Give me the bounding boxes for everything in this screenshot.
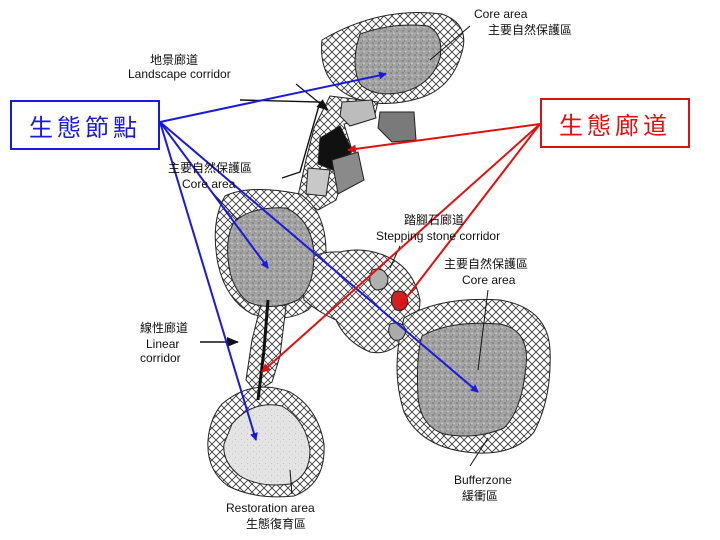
stepping-stone-3 xyxy=(388,322,407,341)
core-right-label-en: Core area xyxy=(462,273,516,287)
core-top-leader xyxy=(429,25,471,61)
core-areas xyxy=(223,24,527,486)
core-right-leader xyxy=(477,289,489,371)
node-arrow-left xyxy=(159,121,269,269)
core-right-label-zh: 主要自然保護區 xyxy=(444,257,529,271)
node-arrow-top xyxy=(159,71,387,123)
linear-label-en1: Linear xyxy=(146,337,180,351)
buffer-label-en: Bufferzone xyxy=(454,473,512,487)
node-arrow-right xyxy=(159,121,479,393)
restoration-label-zh: 生態復育區 xyxy=(246,517,307,531)
node-arrows xyxy=(159,71,479,441)
ecological-corridors-callout: 生態廊道 xyxy=(540,98,690,148)
core-top-label-zh: 主要自然保護區 xyxy=(488,23,573,37)
stepping-stone-1 xyxy=(369,268,389,291)
corridor-arrow-stepping xyxy=(399,123,541,307)
landscape-bracket xyxy=(239,99,321,179)
core-left-label-en: Core area xyxy=(182,177,236,191)
core-left xyxy=(227,207,315,307)
patch-3 xyxy=(331,151,365,195)
linear-label-en2: corridor xyxy=(140,351,181,365)
buffer-label-zh: 緩衝區 xyxy=(462,489,499,503)
stepping-label-zh: 踏腳石廊道 xyxy=(404,213,465,227)
patch-1 xyxy=(339,99,377,127)
landscape-arrow xyxy=(295,83,329,111)
stepping-label-en: Stepping stone corridor xyxy=(376,229,501,243)
stepping-stone-2 xyxy=(390,290,409,311)
patch-2 xyxy=(377,111,417,143)
restoration-label-en: Restoration area xyxy=(226,501,315,515)
ecological-nodes-callout: 生態節點 xyxy=(10,100,160,150)
core-right xyxy=(417,322,527,437)
linear-corridor-line xyxy=(256,299,270,401)
core-left-label-zh: 主要自然保護區 xyxy=(168,161,253,175)
corridor-arrow-upper xyxy=(347,123,541,154)
landscape-label-zh: 地景廊道 xyxy=(150,53,199,67)
corridor-arrows xyxy=(261,123,541,373)
node-arrow-restoration xyxy=(159,121,258,441)
restoration-leader xyxy=(289,469,293,495)
corridor-arrow-linear xyxy=(261,123,541,373)
core-top-label-en: Core area xyxy=(474,7,528,21)
patch-4 xyxy=(305,167,331,197)
restoration-area xyxy=(223,404,311,486)
buffer-leader xyxy=(469,437,489,467)
linear-label-zh: 線性廊道 xyxy=(140,321,189,335)
landscape-label-en: Landscape corridor xyxy=(128,67,231,81)
